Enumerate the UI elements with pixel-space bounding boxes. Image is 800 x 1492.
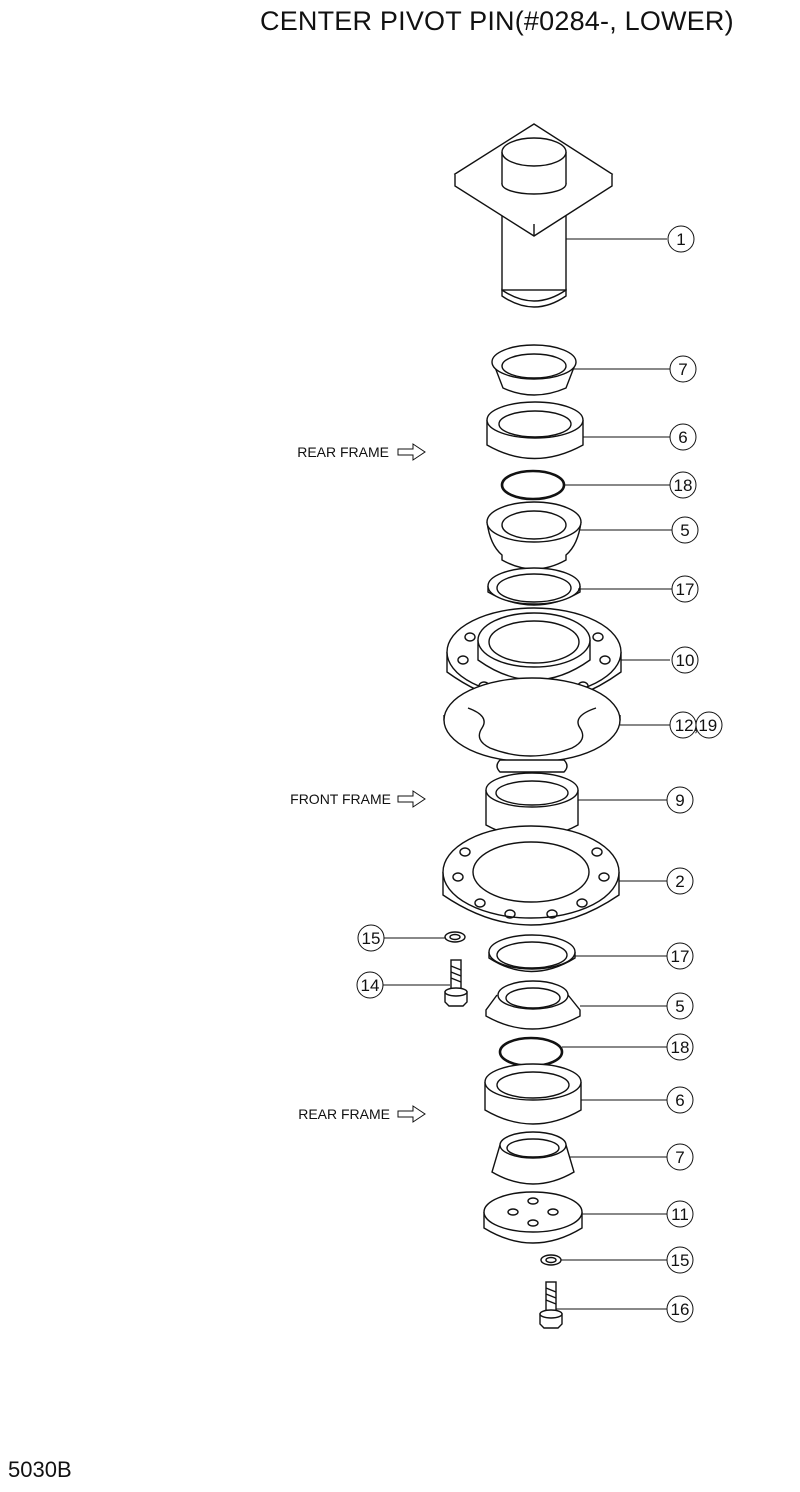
callout-circles bbox=[356, 225, 723, 1323]
part-bushing-lower bbox=[491, 1131, 575, 1185]
part-shim-upper bbox=[487, 567, 581, 606]
part-bearing-upper bbox=[486, 501, 582, 570]
page-code: 5030B bbox=[8, 1457, 72, 1482]
callout-7-upper: 7 bbox=[678, 360, 687, 379]
arrow-front-icon bbox=[397, 790, 426, 808]
part-sleeve bbox=[485, 772, 579, 839]
part-shim-lower bbox=[488, 934, 576, 973]
callout-18-upper: 18 bbox=[674, 476, 693, 495]
callout-12-19: 12,19 bbox=[675, 716, 718, 735]
part-oring-lower bbox=[498, 1036, 564, 1068]
part-oring-upper bbox=[500, 469, 566, 501]
frame-label-rear-bottom: REAR FRAME bbox=[298, 1106, 390, 1122]
part-shim-plate bbox=[443, 677, 621, 773]
callout-6-upper: 6 bbox=[678, 428, 687, 447]
callout-17-upper: 17 bbox=[676, 580, 695, 599]
frame-label-front: FRONT FRAME bbox=[290, 791, 391, 807]
callout-7-lower: 7 bbox=[675, 1148, 684, 1167]
callout-2: 2 bbox=[675, 872, 684, 891]
callout-1: 1 bbox=[676, 230, 685, 249]
part-flange-lower bbox=[442, 825, 620, 926]
callout-15-left: 15 bbox=[362, 929, 381, 948]
callout-15-bottom: 15 bbox=[671, 1251, 690, 1270]
arrow-rear-top-icon bbox=[397, 443, 426, 461]
part-bolt-bottom bbox=[539, 1281, 563, 1329]
part-washer-left bbox=[444, 931, 466, 943]
callout-9: 9 bbox=[675, 791, 684, 810]
callout-5-upper: 5 bbox=[680, 521, 689, 540]
part-ring-lower bbox=[484, 1063, 582, 1125]
leader-lines bbox=[383, 238, 672, 1310]
part-bolt-left bbox=[444, 959, 468, 1007]
part-bearing-lower bbox=[485, 980, 581, 1030]
callout-16: 16 bbox=[671, 1300, 690, 1319]
page-title: CENTER PIVOT PIN(#0284-, LOWER) bbox=[260, 6, 734, 36]
callout-5-lower: 5 bbox=[675, 997, 684, 1016]
callout-6-lower: 6 bbox=[675, 1091, 684, 1110]
callout-11: 11 bbox=[671, 1205, 689, 1224]
part-end-plate bbox=[483, 1191, 583, 1244]
callout-17-lower: 17 bbox=[671, 947, 690, 966]
arrow-rear-bottom-icon bbox=[397, 1105, 426, 1123]
callout-14: 14 bbox=[361, 976, 380, 995]
part-pivot-pin bbox=[453, 123, 614, 308]
frame-label-rear-top: REAR FRAME bbox=[297, 444, 389, 460]
part-ring-upper bbox=[486, 401, 584, 460]
callout-10: 10 bbox=[676, 651, 695, 670]
part-washer-bottom bbox=[540, 1254, 562, 1266]
part-bushing-upper bbox=[491, 344, 577, 396]
callout-18-lower: 18 bbox=[671, 1038, 690, 1057]
part-flange-upper bbox=[446, 607, 622, 705]
